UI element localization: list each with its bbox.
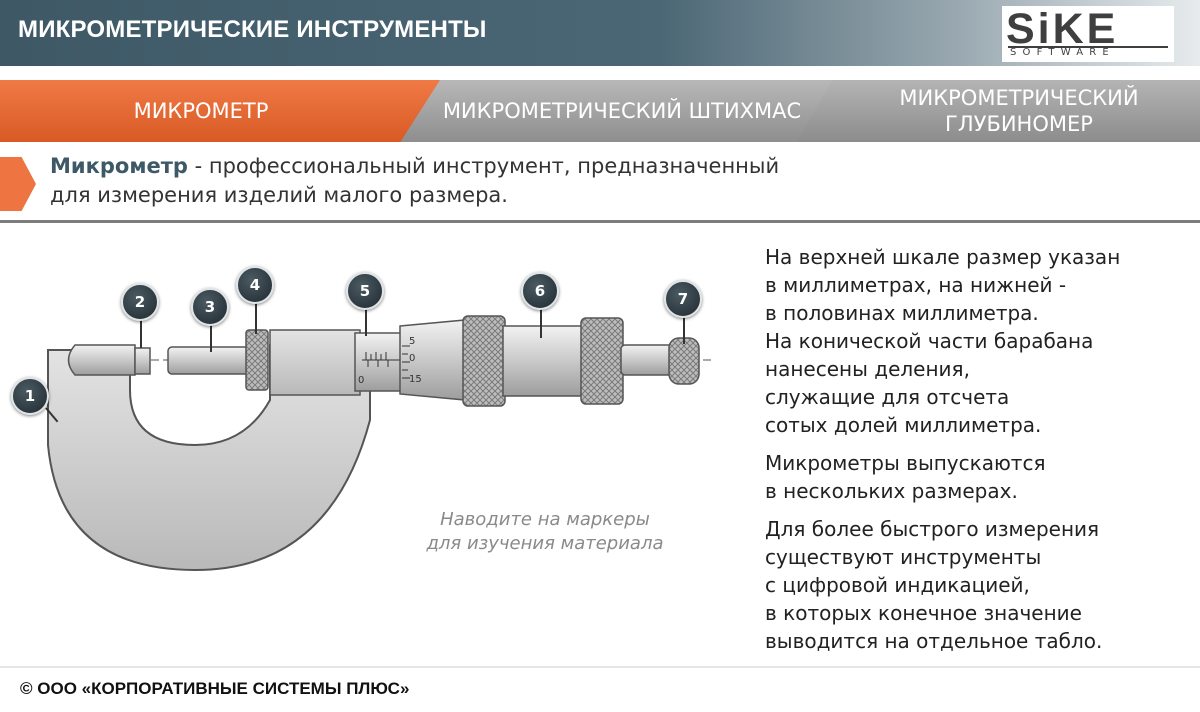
- marker-7-leader: [683, 314, 685, 344]
- description-paragraph: Для более быстрого измерения существуют …: [765, 517, 1103, 653]
- marker-number: 7: [677, 290, 689, 308]
- intro-term: Микрометр: [50, 154, 188, 178]
- marker-3[interactable]: 3: [191, 288, 229, 326]
- description-paragraph: Микрометры выпускаются в нескольких разм…: [765, 451, 1046, 503]
- tab-label: МИКРОМЕТРИЧЕСКИЙ ГЛУБИНОМЕР: [899, 86, 1139, 136]
- thimble-scale-middle: 0: [409, 353, 416, 364]
- ratchet-knob-shape: [668, 337, 700, 385]
- marker-5[interactable]: 5: [346, 272, 384, 310]
- intro-definition: - профессиональный инструмент, предназна…: [50, 154, 780, 207]
- marker-4[interactable]: 4: [236, 266, 274, 304]
- marker-number: 6: [534, 282, 546, 300]
- intro-arrow-icon: [0, 157, 36, 211]
- logo-sub-text: SOFTWARE: [1010, 47, 1115, 58]
- intro-text: Микрометр - профессиональный инструмент,…: [50, 152, 810, 210]
- micrometer-illustration: 5 0 15 0 1 2 3 4 5 6 7: [0, 250, 740, 580]
- tab-bar-underline: [0, 220, 1200, 223]
- page-title: МИКРОМЕТРИЧЕСКИЕ ИНСТРУМЕНТЫ: [18, 16, 487, 43]
- marker-2[interactable]: 2: [121, 283, 159, 321]
- marker-6-leader: [540, 306, 542, 338]
- header-bar: МИКРОМЕТРИЧЕСКИЕ ИНСТРУМЕНТЫ SiKE SOFTWA…: [0, 0, 1200, 66]
- thimble-scale-bottom: 15: [409, 374, 422, 385]
- sleeve-scale-zero: 0: [358, 375, 365, 386]
- logo-main-text: SiKE: [1006, 5, 1119, 53]
- lock-ring-shape: [245, 329, 269, 391]
- sike-logo: SiKE SOFTWARE: [1002, 5, 1174, 62]
- tab-micrometric-inside-gauge[interactable]: МИКРОМЕТРИЧЕСКИЙ ШТИХМАС: [392, 80, 832, 142]
- thimble-scale-top: 5: [409, 336, 416, 347]
- tab-label: МИКРОМЕТРИЧЕСКИЙ ШТИХМАС: [442, 99, 802, 123]
- ratchet-shaft-shape: [620, 344, 674, 376]
- footer-copyright: © ООО «КОРПОРАТИВНЫЕ СИСТЕМЫ ПЛЮС»: [20, 679, 410, 698]
- thimble-knurl2-shape: [580, 317, 624, 405]
- marker-1[interactable]: 1: [11, 377, 49, 415]
- marker-number: 4: [249, 276, 261, 294]
- marker-number: 1: [24, 387, 36, 405]
- description-panel: На верхней шкале размер указан в миллиме…: [765, 243, 1185, 665]
- anvil-face: [134, 347, 151, 375]
- tab-bar: МИКРОМЕТРИЧЕСКИЙ ГЛУБИНОМЕР МИКРОМЕТРИЧЕ…: [0, 80, 1200, 223]
- tab-micrometric-depth-gauge[interactable]: МИКРОМЕТРИЧЕСКИЙ ГЛУБИНОМЕР: [790, 80, 1200, 142]
- marker-number: 3: [204, 298, 216, 316]
- marker-number: 5: [359, 282, 371, 300]
- marker-7[interactable]: 7: [664, 280, 702, 318]
- marker-2-leader: [140, 312, 142, 348]
- marker-3-leader: [210, 322, 212, 352]
- tab-label: МИКРОМЕТР: [133, 99, 269, 123]
- footer-divider: [0, 666, 1200, 668]
- logo-divider: [1008, 46, 1168, 48]
- thimble-body-shape: [502, 325, 584, 397]
- marker-6[interactable]: 6: [521, 272, 559, 310]
- hover-hint: Наводите на маркеры для изучения материа…: [426, 509, 664, 554]
- marker-5-leader: [365, 306, 367, 336]
- sleeve-body: [269, 329, 361, 396]
- marker-4-leader: [255, 300, 257, 334]
- anvil-shape: [67, 344, 136, 376]
- micrometer-svg: [47, 315, 712, 572]
- thimble-knurl-shape: [462, 315, 506, 407]
- frame-shape: [47, 344, 371, 572]
- tab-micrometer[interactable]: МИКРОМЕТР: [0, 80, 440, 142]
- description-paragraph: На верхней шкале размер указан в миллиме…: [765, 245, 1121, 437]
- marker-number: 2: [134, 293, 146, 311]
